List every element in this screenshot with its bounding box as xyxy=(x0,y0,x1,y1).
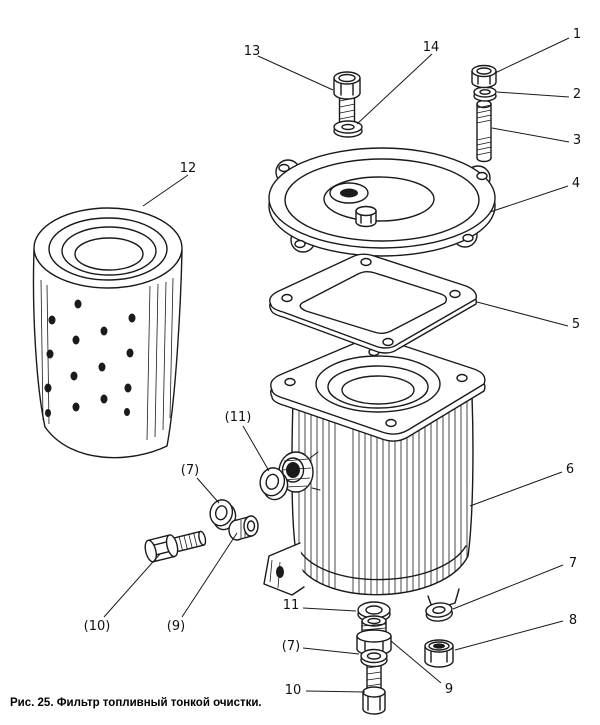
callout-7-right: 7 xyxy=(569,556,577,571)
filter-element-part xyxy=(32,207,183,459)
filter-holes xyxy=(44,299,136,417)
cover-part xyxy=(268,147,496,257)
washer-7-part xyxy=(425,602,453,622)
callout-11-paren: (11) xyxy=(225,410,252,425)
callout-10-bottom: 10 xyxy=(285,683,302,698)
callout-9-bottom: 9 xyxy=(445,682,453,697)
drain-fitting-9-part xyxy=(356,615,392,656)
union-nipple-9-part xyxy=(228,515,259,541)
banjo-bolt-10-part xyxy=(144,530,207,563)
callouts: 13 14 1 2 3 12 4 5 6 (11) (7) (10) (9) 1… xyxy=(84,27,581,698)
callout-11-bottom: 11 xyxy=(283,598,300,613)
stud-assembly-part xyxy=(471,64,497,163)
callout-6: 6 xyxy=(566,462,574,477)
banjo-washer-7-part xyxy=(209,499,237,531)
housing-shading xyxy=(298,396,468,595)
callout-7-paren-left: (7) xyxy=(181,463,199,478)
callout-13: 13 xyxy=(244,44,261,59)
callout-3: 3 xyxy=(573,133,581,148)
callout-10-paren: (10) xyxy=(84,619,111,634)
drain-bolt-10-part xyxy=(360,648,388,715)
callout-12: 12 xyxy=(180,161,197,176)
banjo-washer-11-part xyxy=(259,467,289,501)
callout-14: 14 xyxy=(423,40,440,55)
callout-9-paren: (9) xyxy=(167,619,185,634)
callout-5: 5 xyxy=(572,317,580,332)
leader-lines xyxy=(103,37,570,693)
figure-caption: Рис. 25. Фильтр топливный тонкой очистки… xyxy=(10,697,262,709)
callout-7-paren-bottom: (7) xyxy=(282,639,300,654)
callout-8: 8 xyxy=(569,613,577,628)
callout-4: 4 xyxy=(572,176,580,191)
gasket-part xyxy=(269,253,477,354)
cover-bolt-part xyxy=(333,71,363,138)
housing-part xyxy=(263,337,486,611)
callout-2: 2 xyxy=(573,87,581,102)
callout-1: 1 xyxy=(573,27,581,42)
nut-8-part xyxy=(424,639,454,668)
